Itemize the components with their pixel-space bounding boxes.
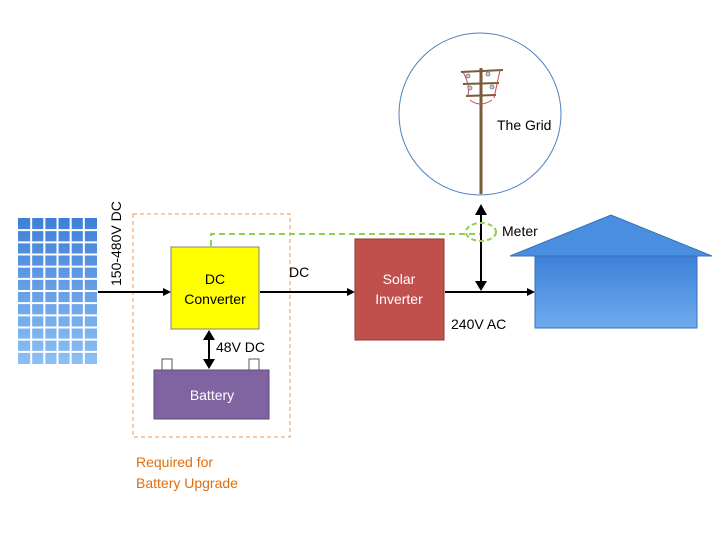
house-icon xyxy=(509,214,713,329)
solar-panel-icon xyxy=(18,218,97,364)
pv-voltage-label: 150-480V DC xyxy=(108,201,124,286)
battery-voltage-label: 48V DC xyxy=(216,339,265,355)
meter-link-line xyxy=(210,233,482,246)
solar-inverter-box xyxy=(354,238,445,341)
solar-inverter-label-line1: Solar xyxy=(383,271,416,287)
dc-converter-label-line1: DC xyxy=(205,271,225,287)
utility-pole-icon xyxy=(460,68,504,194)
ac-voltage-label: 240V AC xyxy=(451,316,506,332)
upgrade-note-line1: Required for xyxy=(136,454,213,470)
solar-inverter-label-line2: Inverter xyxy=(375,291,423,307)
meter-icon xyxy=(465,222,497,242)
battery-icon xyxy=(153,358,270,420)
dc-link-label: DC xyxy=(289,264,309,280)
grid-label: The Grid xyxy=(497,117,551,133)
battery-upgrade-region xyxy=(132,213,291,438)
dc-converter-box xyxy=(170,246,260,330)
dc-converter-label-line2: Converter xyxy=(184,291,246,307)
meter-label: Meter xyxy=(502,223,538,239)
battery-label: Battery xyxy=(190,387,234,403)
upgrade-note-line2: Battery Upgrade xyxy=(136,475,238,491)
